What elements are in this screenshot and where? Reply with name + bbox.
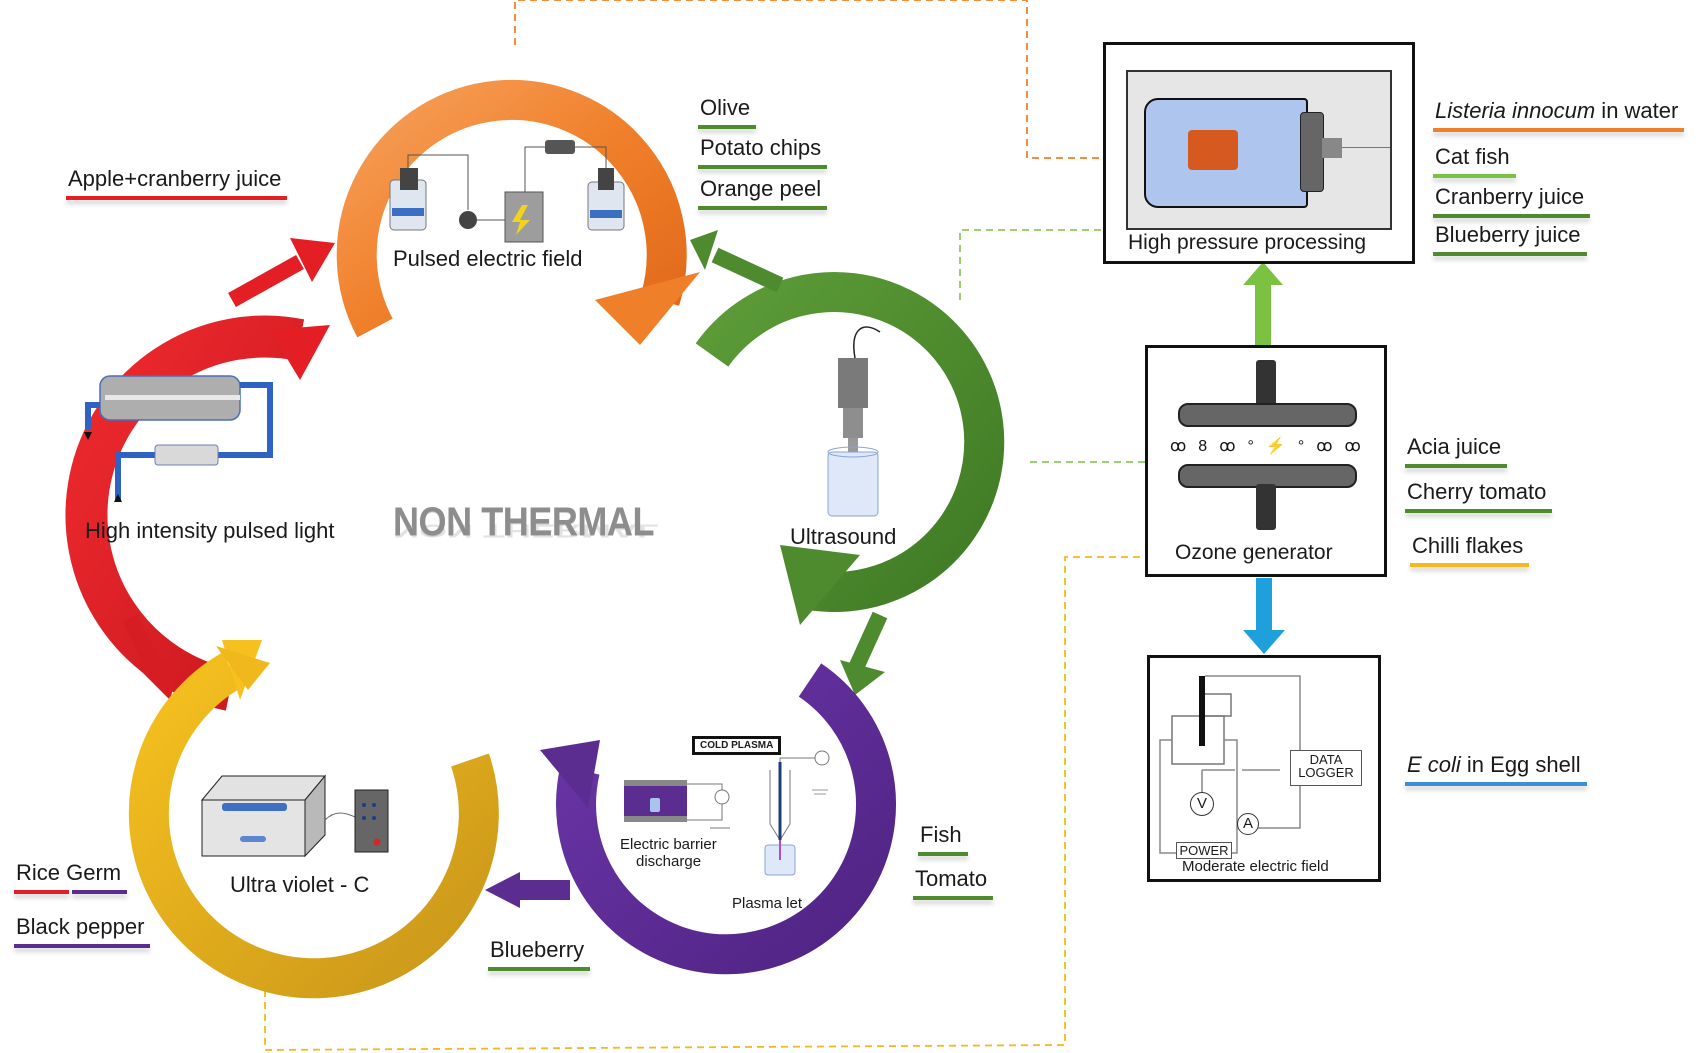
hpp-rod-icon <box>1322 138 1342 158</box>
food-label-underline <box>1405 509 1553 513</box>
data-logger-line1: DATA <box>1309 752 1343 767</box>
food-label-cold_plasma: Fish <box>918 822 968 856</box>
food-label-underline <box>66 196 288 200</box>
food-label-text: Apple+cranberry juice <box>68 166 282 191</box>
food-label-pef: Orange peel <box>698 176 828 210</box>
uv-chamber-icon <box>200 774 389 858</box>
food-label-underline <box>1405 782 1587 786</box>
dbd-label-line1: Electric barrier <box>620 836 717 853</box>
food-label-text: Potato chips <box>700 135 822 160</box>
food-label-pef: Olive <box>698 95 757 129</box>
dbd-label-line2: discharge <box>636 853 702 870</box>
ozone-box: ꝏ8ꝏ°⚡°ꝏꝏ Ozone generator <box>1145 345 1387 577</box>
mef-label: Moderate electric field <box>1182 858 1329 875</box>
food-label-underline <box>918 852 968 856</box>
connector-orange <box>514 0 1103 159</box>
food-label-hpp: Cranberry juice <box>1433 184 1591 218</box>
center-title-reflection: NON THERMAL <box>393 520 659 540</box>
ozone-electrode-top-icon <box>1256 360 1276 410</box>
food-label-ozone: Chilli flakes <box>1410 533 1530 567</box>
food-label-text: Tomato <box>915 866 988 891</box>
plasma-jet-label: Plasma let <box>732 895 803 912</box>
food-label-ozone: Cherry tomato <box>1405 479 1553 513</box>
food-label-text: Cranberry juice <box>1435 184 1585 209</box>
data-logger-box: DATA LOGGER <box>1290 750 1362 786</box>
food-label-text: Cat fish <box>1435 144 1510 169</box>
cold-plasma-arc <box>485 663 896 975</box>
food-label-underline <box>913 896 994 900</box>
ammeter-icon: A <box>1237 813 1259 835</box>
voltmeter-icon: V <box>1190 792 1214 816</box>
pef-arrowhead <box>595 272 700 345</box>
food-label-cold_plasma: Tomato <box>913 866 994 900</box>
food-label-underline <box>698 125 757 129</box>
uv-arc <box>128 640 499 999</box>
power-supply-box: POWER <box>1176 842 1232 859</box>
hpp-label: High pressure processing <box>1128 231 1367 254</box>
food-label-ozone: Acia juice <box>1405 434 1508 468</box>
food-label-underline <box>14 944 151 948</box>
pulsed-light-arc <box>65 238 335 711</box>
food-label-text: Fish <box>920 822 962 847</box>
food-label-underline <box>1433 252 1587 256</box>
ultrasound-label: Ultrasound <box>790 524 897 549</box>
hpp-piston-icon <box>1300 112 1324 192</box>
data-logger-line2: LOGGER <box>1298 765 1354 780</box>
center-title: NON THERMAL <box>393 500 655 544</box>
hpp-vessel-panel <box>1126 70 1392 230</box>
hpp-pressure-line <box>1342 147 1390 148</box>
food-label-text: Cherry tomato <box>1407 479 1547 504</box>
food-label-text: Orange peel <box>700 176 822 201</box>
cold-plasma-apparatus-icon <box>624 750 830 876</box>
food-label-underline <box>1433 128 1685 132</box>
hpp-sample-icon <box>1188 130 1238 170</box>
cold-plasma-badge: COLD PLASMA <box>692 736 782 755</box>
food-label-hpp: Blueberry juice <box>1433 222 1587 256</box>
food-label-uv: Rice Germ <box>14 860 128 894</box>
food-label-text: Black pepper <box>16 914 145 939</box>
pef-label: Pulsed electric field <box>393 246 583 271</box>
food-label-mef: E coli in Egg shell <box>1405 752 1587 786</box>
pulsed-light-apparatus-icon <box>84 375 273 502</box>
ozone-label: Ozone generator <box>1175 541 1333 564</box>
pef-arc <box>336 79 700 345</box>
food-label-hpp: Cat fish <box>1433 144 1516 178</box>
mef-down-arrow <box>1243 578 1285 654</box>
food-label-underline <box>488 967 591 971</box>
food-label-uv: Black pepper <box>14 914 151 948</box>
uv-label: Ultra violet - C <box>230 872 370 897</box>
hpp-box: High pressure processing <box>1103 42 1415 264</box>
food-label-pef: Potato chips <box>698 135 828 169</box>
ozone-plate-top-icon <box>1178 403 1357 427</box>
ozone-electrode-bottom-icon <box>1256 484 1276 530</box>
food-label-text: Rice Germ <box>16 860 122 885</box>
food-label-underline <box>1433 214 1591 218</box>
food-label-text: Blueberry <box>490 937 585 962</box>
food-label-text: Blueberry juice <box>1435 222 1581 247</box>
hpp-up-arrow <box>1243 262 1283 348</box>
mef-box: V A DATA LOGGER POWER Moderate electric … <box>1147 655 1381 882</box>
food-label-underline <box>14 890 128 894</box>
food-label-pulsed_light: Apple+cranberry juice <box>66 166 288 200</box>
food-label-underline <box>698 165 828 169</box>
food-label-text: Chilli flakes <box>1412 533 1524 558</box>
ultrasound-probe-icon <box>827 326 881 517</box>
food-label-underline <box>698 206 828 210</box>
food-label-hpp: Listeria innocum in water <box>1433 98 1685 132</box>
ultrasound-arc <box>690 230 1005 695</box>
food-label-underline <box>1433 174 1516 178</box>
connector-yellow <box>264 556 1145 1051</box>
ozone-molecules-icon: ꝏ8ꝏ°⚡°ꝏꝏ <box>1170 438 1373 455</box>
pulsed-light-label: High intensity pulsed light <box>85 518 335 543</box>
food-label-text: E coli in Egg shell <box>1407 752 1581 777</box>
food-label-text: Listeria innocum in water <box>1435 98 1679 123</box>
food-label-underline <box>1410 563 1530 567</box>
food-label-text: Olive <box>700 95 751 120</box>
food-label-text: Acia juice <box>1407 434 1502 459</box>
food-label-cold_plasma: Blueberry <box>488 937 591 971</box>
food-label-underline <box>1405 464 1508 468</box>
pef-apparatus-icon <box>389 140 625 243</box>
